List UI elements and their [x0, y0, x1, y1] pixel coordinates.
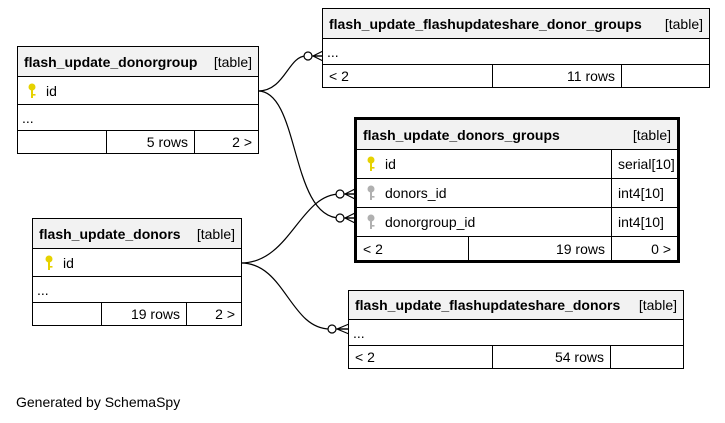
table-kind: [table]	[196, 225, 235, 242]
foreign-key-icon	[363, 213, 379, 231]
column-name: id	[63, 254, 74, 271]
next-link[interactable]: 2 >	[194, 131, 258, 153]
edge-end-circle	[327, 324, 337, 334]
crowfoot-icon	[312, 50, 324, 62]
crowfoot-icon	[344, 212, 356, 224]
table-footer: < 2 19 rows 0 >	[357, 237, 677, 260]
table-name: flash_update_flashupdateshare_donor_grou…	[329, 15, 642, 32]
prev-link[interactable]: < 2	[363, 240, 383, 257]
edge-donors-to-share-donors	[240, 262, 349, 330]
column-row: donors_id int4[10]	[357, 179, 677, 208]
table-footer: 19 rows 2 >	[33, 303, 241, 325]
prev-link[interactable]: < 2	[355, 349, 375, 365]
generator-credit: Generated by SchemaSpy	[16, 394, 181, 410]
column-name: id	[46, 82, 57, 99]
column-name: id	[385, 156, 396, 172]
next-link	[610, 346, 683, 368]
table-footer: < 2 11 rows	[323, 65, 709, 87]
table-name: flash_update_flashupdateshare_donors	[355, 297, 621, 313]
column-name: donorgroup_id	[385, 214, 476, 230]
table-header: flash_update_flashupdateshare_donor_grou…	[323, 9, 709, 39]
table-share-donor-groups[interactable]: flash_update_flashupdateshare_donor_grou…	[322, 8, 710, 88]
table-name: flash_update_donors_groups	[363, 126, 560, 143]
table-name: flash_update_donors	[39, 225, 181, 242]
table-share-donors[interactable]: flash_update_flashupdateshare_donors [ta…	[348, 290, 684, 369]
row-count: 19 rows	[101, 303, 186, 325]
table-donors[interactable]: flash_update_donors [table] id ... 19 ro…	[32, 218, 242, 326]
prev-link[interactable]: < 2	[329, 68, 349, 84]
column-name: donors_id	[385, 185, 447, 201]
edge-end-circle	[335, 189, 345, 199]
edge-end-circle	[335, 213, 345, 223]
table-header: flash_update_donors_groups [table]	[357, 120, 677, 150]
more-columns: ...	[18, 105, 258, 131]
table-kind: [table]	[664, 15, 703, 32]
prev-link	[18, 131, 106, 153]
more-columns: ...	[349, 320, 683, 346]
table-kind: [table]	[632, 126, 671, 143]
primary-key-icon	[24, 82, 40, 100]
table-header: flash_update_donors [table]	[33, 219, 241, 249]
edge-donorgroup-to-share-donor-groups	[257, 55, 323, 92]
more-columns: ...	[33, 277, 241, 303]
table-donors-groups[interactable]: flash_update_donors_groups [table] id se…	[354, 117, 680, 263]
crowfoot-icon	[336, 323, 350, 335]
column-row: id	[18, 77, 258, 105]
next-link[interactable]: 0 >	[611, 237, 677, 260]
primary-key-icon	[41, 254, 57, 272]
table-header: flash_update_donorgroup [table]	[18, 47, 258, 77]
table-kind: [table]	[638, 297, 677, 313]
primary-key-icon	[363, 155, 379, 173]
column-type: int4[10]	[611, 179, 677, 207]
row-count: 5 rows	[106, 131, 194, 153]
next-link[interactable]: 2 >	[186, 303, 241, 325]
column-type: serial[10]	[611, 150, 677, 178]
edge-end-circle	[303, 51, 313, 61]
row-count: 54 rows	[492, 346, 610, 368]
column-type: int4[10]	[611, 208, 677, 236]
prev-link	[33, 303, 101, 325]
column-row: id	[33, 249, 241, 277]
row-count: 11 rows	[492, 65, 621, 87]
table-name: flash_update_donorgroup	[24, 53, 198, 70]
more-columns: ...	[323, 39, 709, 65]
table-header: flash_update_flashupdateshare_donors [ta…	[349, 291, 683, 320]
crowfoot-icon	[344, 188, 356, 200]
column-row: donorgroup_id int4[10]	[357, 208, 677, 237]
row-count: 19 rows	[468, 237, 611, 260]
table-footer: < 2 54 rows	[349, 346, 683, 368]
edge-donors-to-donors-groups	[240, 193, 355, 264]
foreign-key-icon	[363, 184, 379, 202]
column-row: id serial[10]	[357, 150, 677, 179]
next-link	[621, 65, 709, 87]
edge-donorgroup-to-donors-groups	[257, 90, 355, 219]
table-kind: [table]	[213, 53, 252, 70]
table-donorgroup[interactable]: flash_update_donorgroup [table] id ... 5…	[17, 46, 259, 154]
table-footer: 5 rows 2 >	[18, 131, 258, 153]
